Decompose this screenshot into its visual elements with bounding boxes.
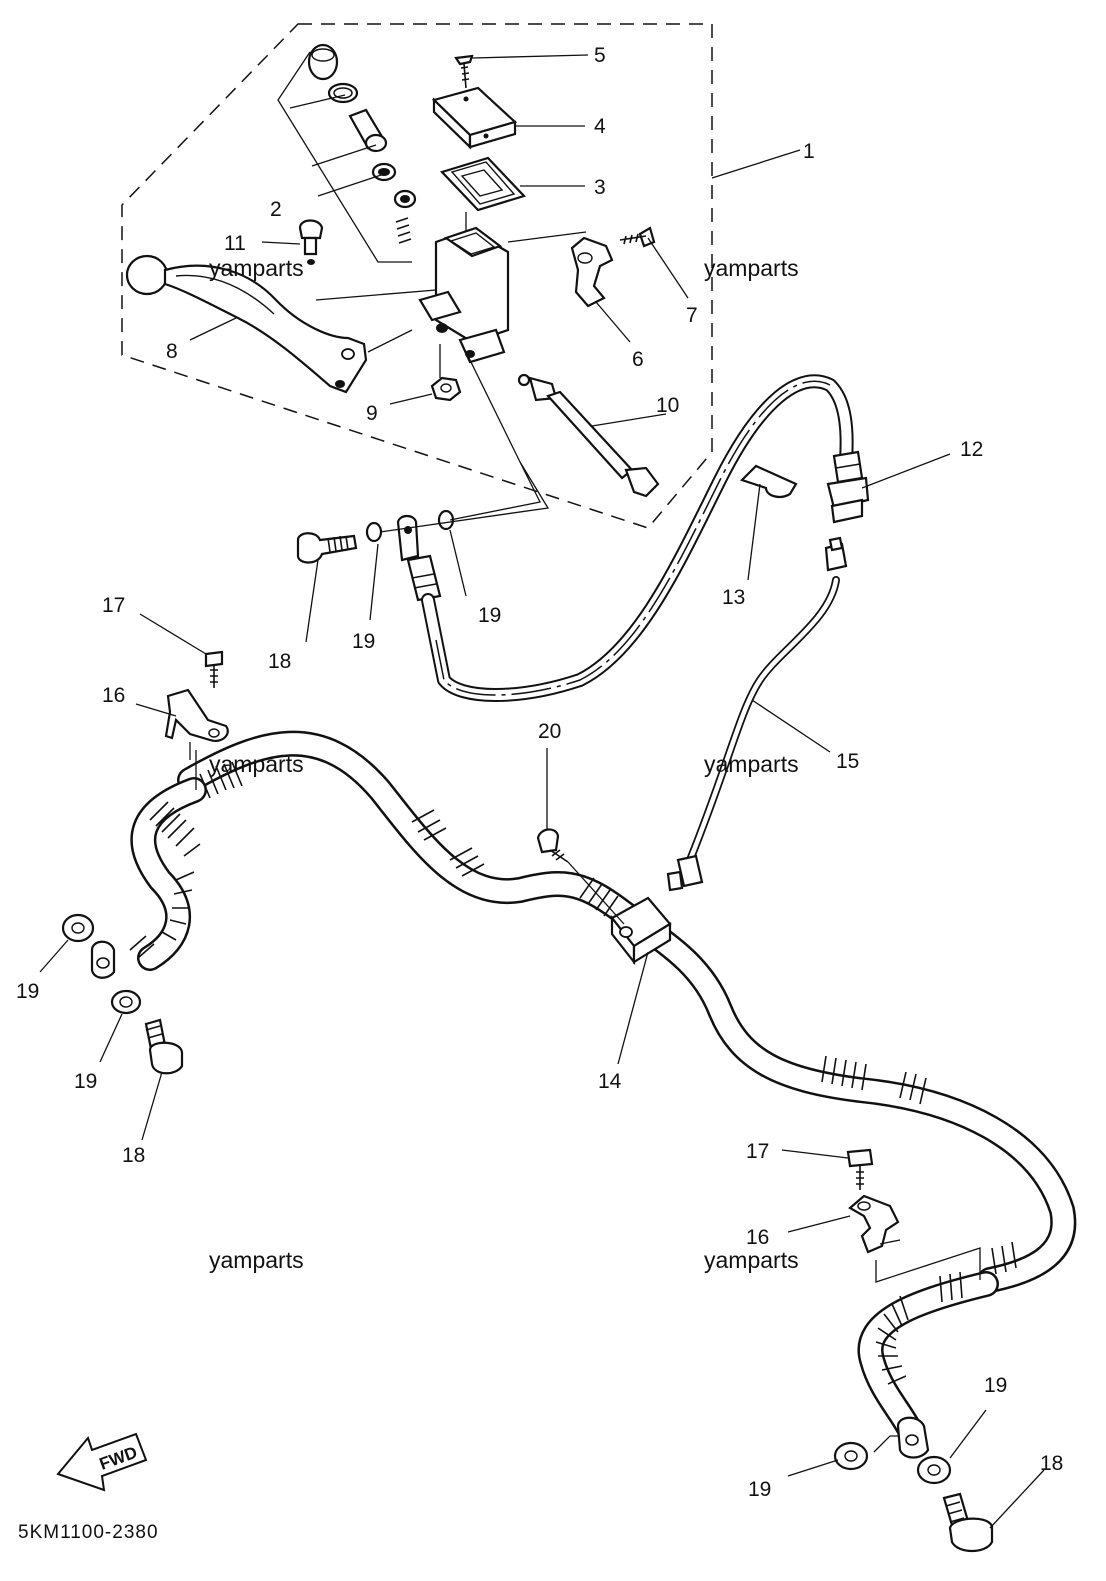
callout-9: 9 [366,402,378,425]
callout-20: 20 [538,720,561,743]
three-way-joint [536,828,672,966]
brake-pipe [666,576,840,892]
upper-hose [421,374,854,702]
reservoir-cap [431,54,527,236]
pivot-bolt [298,219,324,265]
watermark-1: yamparts [209,255,304,281]
callout-11: 11 [224,232,246,255]
callout-19-upper-b: 19 [478,604,501,627]
callout-19-upper-a: 19 [352,630,375,653]
left-hose-clamp [164,650,229,790]
watermark-5: yamparts [209,1247,304,1273]
callout-19-right-b: 19 [984,1374,1007,1397]
callout-6: 6 [632,348,644,371]
callout-17-upper: 17 [102,594,125,617]
watermark-6: yamparts [704,1247,799,1273]
main-hose [129,730,1077,1443]
piston-kit [277,43,417,263]
right-banjo-fitting [833,1416,994,1553]
holder [570,226,656,308]
fwd-arrow-icon: FWD [56,1432,148,1492]
callout-19-left-a: 19 [16,980,39,1003]
callout-labels: 1 2 3 4 5 6 7 8 9 10 11 12 13 14 15 16 1… [16,44,1063,1501]
brake-lever [125,254,413,394]
callout-10: 10 [656,394,679,417]
master-cylinder-body [315,226,587,364]
callout-3: 3 [594,176,606,199]
callout-14: 14 [598,1070,622,1093]
callout-19-left-b: 19 [74,1070,97,1093]
watermark-2: yamparts [704,255,799,281]
callout-16-upper: 16 [102,684,125,707]
watermarks: yamparts yamparts yamparts yamparts yamp… [209,255,799,1273]
assembly-boundary [121,23,713,529]
callout-15: 15 [836,750,859,773]
watermark-3: yamparts [209,751,304,777]
callout-18-upper: 18 [268,650,291,673]
callout-17-lower: 17 [746,1140,769,1163]
callout-5: 5 [594,44,606,67]
brake-switch [517,373,660,498]
callout-4: 4 [594,115,606,138]
callout-12: 12 [960,438,983,461]
diagram-code: 5KM1100-2380 [18,1522,159,1543]
callout-16-lower: 16 [746,1226,769,1249]
callout-18-left: 18 [122,1144,145,1167]
callout-13: 13 [722,586,745,609]
nut [430,344,462,402]
callout-19-right-a: 19 [748,1478,771,1501]
callout-7: 7 [686,304,698,327]
watermark-4: yamparts [704,751,799,777]
callout-1: 1 [803,140,815,163]
left-banjo-fitting [61,913,184,1075]
upper-banjo-fitting [296,355,550,602]
hose-joint [739,450,870,572]
callout-leaders [39,54,1045,1529]
callout-18-right: 18 [1040,1452,1063,1475]
right-hose-clamp [846,1148,981,1283]
callout-2: 2 [270,198,282,221]
callout-8: 8 [166,340,178,363]
